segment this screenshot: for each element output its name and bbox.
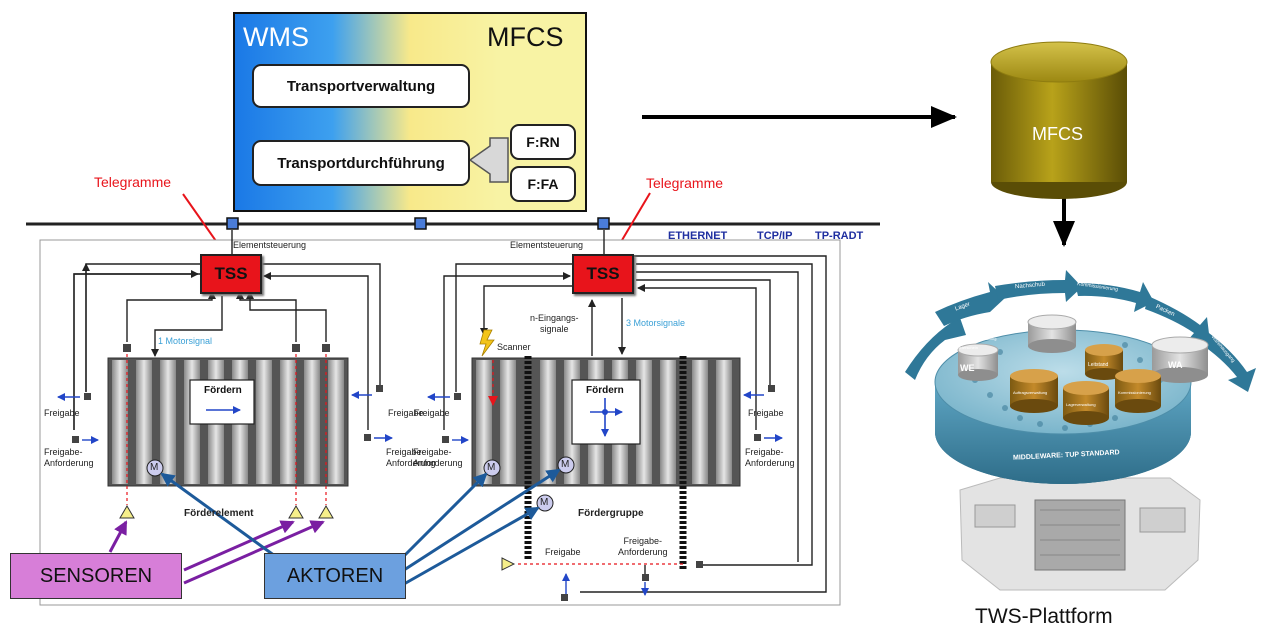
right-convey-label: Fördern — [586, 385, 624, 396]
bus-node — [226, 217, 239, 230]
actuator-arrow — [403, 468, 561, 572]
left-release-req: Freigabe- Anforderung — [44, 447, 94, 468]
right-scanner: Scanner — [497, 342, 531, 352]
left-release-right: Freigabe — [388, 408, 424, 418]
left-release: Freigabe — [44, 408, 80, 418]
left-element-control: Elementsteuerung — [233, 240, 307, 250]
tcpip-label: TCP/IP — [757, 230, 793, 242]
small-label-4: 5. Inventur — [1118, 327, 1137, 332]
sensor-arrow — [108, 520, 128, 553]
feed-arrow — [468, 137, 509, 183]
mfcs-label: MFCS — [487, 22, 564, 52]
left-tss-box: TSS — [200, 254, 262, 294]
left-release-req-right: Freigabe- Anforderung — [386, 447, 436, 468]
right-tss-box: TSS — [572, 254, 634, 294]
right-group-name: Fördergruppe — [578, 508, 644, 519]
left-convey-box — [189, 379, 255, 425]
left-motor — [146, 459, 164, 477]
tpradt-label: TP-RADT — [815, 230, 864, 242]
right-n-inputs: n-Eingangs- signale — [530, 313, 579, 334]
sensor-arrow — [183, 520, 325, 585]
tub-label-wa: WA — [1168, 360, 1183, 370]
actuator-arrow — [402, 472, 488, 558]
small-label-2: 3. Lieferschein — [952, 345, 979, 350]
right-unit — [427, 230, 827, 601]
small-label-0: 1. Auftrag — [1094, 313, 1112, 318]
bus-node — [597, 217, 610, 230]
scanner-icon — [479, 329, 495, 357]
telegram-label-right: Telegramme — [646, 175, 724, 191]
right-motor-letter-2: M — [561, 459, 570, 470]
platform-caption: TWS-Plattform — [975, 605, 1113, 628]
ethernet-label: ETHERNET — [668, 230, 728, 242]
tws-platform — [905, 270, 1256, 591]
right-release-left: Freigabe — [414, 408, 450, 418]
frn-box: F:RN — [510, 124, 576, 160]
bus-node — [414, 217, 427, 230]
wms-label: WMS — [243, 22, 309, 52]
actuators-legend: AKTOREN — [264, 553, 406, 599]
tub-label-leitstand: Leitstand — [1088, 362, 1109, 368]
tub-label-we: WE — [960, 363, 975, 373]
left-motor-signal: 1 Motorsignal — [158, 336, 213, 346]
right-motor-letter-3: M — [540, 497, 549, 508]
left-convey-label: Fördern — [204, 385, 242, 396]
right-motor-3 — [536, 494, 554, 512]
left-motor-letter: M — [150, 462, 159, 473]
mfcs-cylinder — [990, 41, 1128, 199]
sensors-legend: SENSOREN — [10, 553, 182, 599]
telegram-label-left: Telegramme — [94, 174, 172, 190]
right-motor-signals: 3 Motorsignale — [626, 318, 686, 328]
right-motor-2 — [557, 456, 575, 474]
small-label-1: 2. Bestandsverwaltung — [956, 336, 997, 341]
right-release-bottom: Freigabe — [545, 547, 581, 557]
right-release-req-left: Freigabe- Anforderung — [413, 447, 463, 468]
ffa-box: F:FA — [510, 166, 576, 202]
transport-exec-box: Transportdurchführung — [252, 140, 470, 186]
mfcs-cylinder-label: MFCS — [1032, 124, 1083, 144]
right-element-control: Elementsteuerung — [510, 240, 584, 250]
transport-admin-box: Transportverwaltung — [252, 64, 470, 108]
right-motor-letter-1: M — [487, 462, 496, 473]
actuator-arrow — [160, 472, 276, 558]
small-label-3: 4. Versand — [1118, 320, 1138, 325]
right-release-right: Freigabe — [748, 408, 784, 418]
tub-label-lager: Lagerverwaltung — [1066, 402, 1096, 407]
left-element-name: Förderelement — [184, 508, 254, 519]
tub-label-auftrag: Auftragsverwaltung — [1013, 390, 1048, 395]
right-release-req-bottom: Freigabe- Anforderung — [618, 536, 668, 557]
right-release-req-right: Freigabe- Anforderung — [745, 447, 795, 468]
left-unit — [57, 230, 393, 519]
tub-label-komm: Kommissionierung — [1118, 390, 1151, 395]
sensor-arrow — [183, 520, 295, 572]
actuator-arrow — [403, 506, 540, 586]
right-motor-1 — [483, 459, 501, 477]
